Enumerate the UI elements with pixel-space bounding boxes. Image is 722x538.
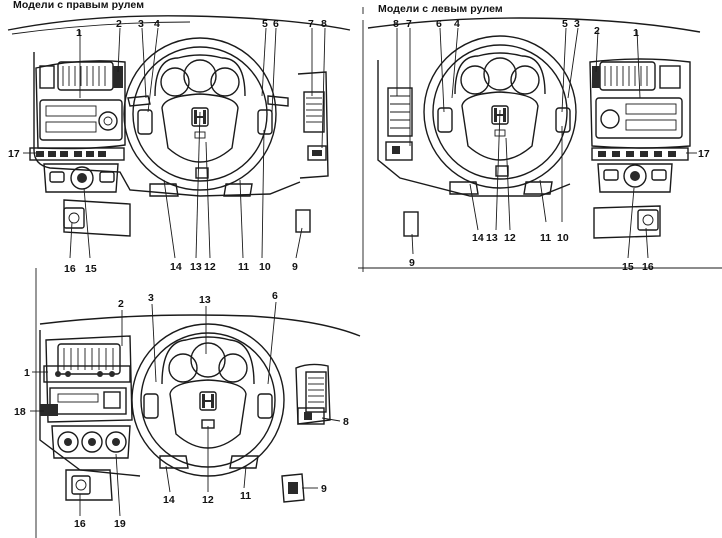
lhd-callout: 17 — [698, 148, 710, 160]
base-callout: 13 — [199, 294, 211, 306]
rhd-callout: 8 — [321, 18, 327, 30]
base-callout: 12 — [202, 494, 214, 506]
base-callout: 2 — [118, 298, 124, 310]
base-callout: 11 — [240, 490, 251, 502]
lhd-callout: 9 — [409, 257, 415, 269]
lhd-models-title: Модели с левым рулем — [378, 3, 503, 15]
base-callout: 8 — [343, 416, 349, 428]
base-callout: 14 — [163, 494, 175, 506]
rhd-callout: 17 — [8, 148, 20, 160]
rhd-dashboard — [7, 15, 351, 237]
lhd-callout: 13 — [486, 232, 498, 244]
lhd-callout: 7 — [406, 18, 412, 30]
rhd-callout: 6 — [273, 18, 279, 30]
rhd-callout: 5 — [262, 18, 268, 30]
rhd-callout: 12 — [204, 261, 216, 273]
rhd-callout: 13 — [190, 261, 202, 273]
lhd-callout: 10 — [557, 232, 569, 244]
lhd-callout: 14 — [472, 232, 484, 244]
rhd-callout: 4 — [154, 18, 160, 30]
rhd-callout: 3 — [138, 18, 144, 30]
base-callout: 18 — [14, 406, 26, 418]
base-callouts: 2 3 13 6 1 18 8 9 14 12 11 16 19 — [14, 290, 349, 530]
lhd-callout: 3 — [574, 18, 580, 30]
rhd-callout: 7 — [308, 18, 314, 30]
lhd-callouts: 8 7 6 4 5 3 2 1 17 14 13 12 11 10 9 15 1… — [393, 18, 710, 273]
base-callout: 1 — [24, 367, 30, 379]
lhd-callout: 5 — [562, 18, 568, 30]
leader-lines — [23, 27, 697, 517]
rhd-models-title: Модели с правым рулем — [13, 0, 145, 11]
rhd-callout: 2 — [116, 18, 122, 30]
lhd-callout: 4 — [454, 18, 460, 30]
lhd-callout: 15 — [622, 261, 634, 273]
panel-separators — [35, 7, 722, 538]
rhd-callout: 10 — [259, 261, 271, 273]
lhd-callout: 11 — [540, 232, 551, 244]
base-callout: 3 — [148, 292, 154, 304]
lhd-callout: 1 — [633, 27, 639, 39]
rhd-callouts: 1 2 3 4 5 6 7 8 9 10 11 12 13 14 15 16 1… — [8, 18, 327, 275]
rhd-callout: 15 — [85, 263, 97, 275]
lhd-callout: 6 — [436, 18, 442, 30]
lhd-dashboard — [367, 17, 701, 239]
rhd-callout: 1 — [76, 27, 82, 39]
base-callout: 9 — [321, 483, 327, 495]
base-dashboard — [39, 314, 361, 503]
rhd-callout: 14 — [170, 261, 182, 273]
base-callout: 6 — [272, 290, 278, 302]
lhd-callout: 2 — [594, 25, 600, 37]
base-callout: 19 — [114, 518, 126, 530]
rhd-callout: 9 — [292, 261, 298, 273]
lhd-callout: 8 — [393, 18, 399, 30]
rhd-callout: 16 — [64, 263, 76, 275]
lhd-callout: 16 — [642, 261, 654, 273]
base-callout: 16 — [74, 518, 86, 530]
rhd-callout: 11 — [238, 261, 249, 273]
lhd-callout: 12 — [504, 232, 516, 244]
